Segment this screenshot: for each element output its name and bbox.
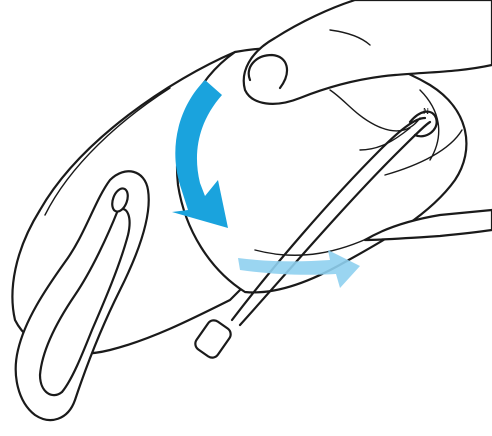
- cord-toggle: [193, 318, 234, 361]
- cushion-marker-label: N: [423, 107, 429, 116]
